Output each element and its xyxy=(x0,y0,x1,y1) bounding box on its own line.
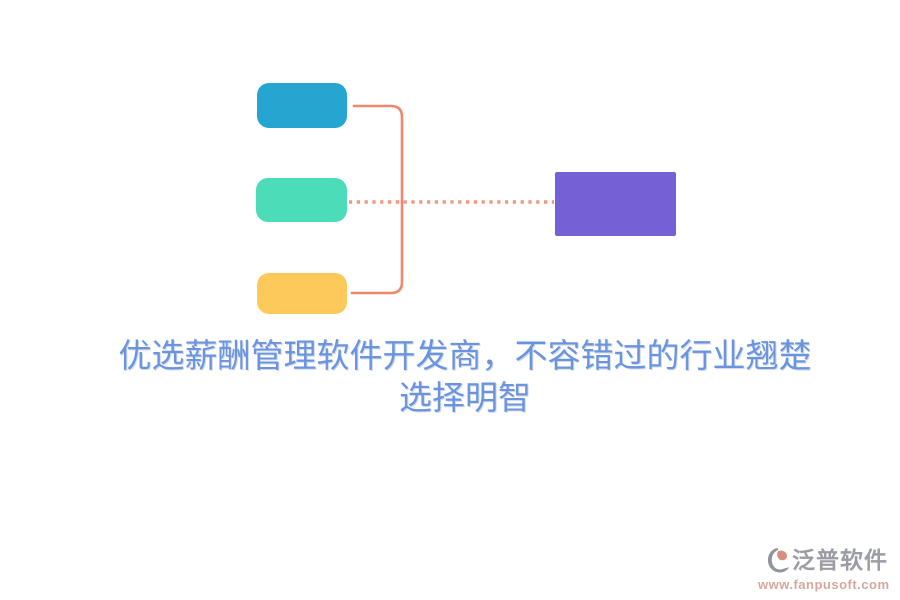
node-yellow xyxy=(257,273,347,314)
brand-name: 泛普软件 xyxy=(792,547,888,573)
headline-line1: 优选薪酬管理软件开发商，不容错过的行业翘楚 xyxy=(118,339,812,375)
node-green xyxy=(256,178,347,222)
node-purple xyxy=(555,172,676,236)
fanpu-logo-icon xyxy=(767,548,790,573)
watermark: 泛普软件 www.fanpusoft.com xyxy=(758,545,890,593)
bracket-connector xyxy=(350,104,404,295)
watermark-brand-row: 泛普软件 xyxy=(758,545,888,576)
headline: 优选薪酬管理软件开发商，不容错过的行业翘楚 选择明智 xyxy=(15,336,900,420)
headline-line2: 选择明智 xyxy=(399,381,531,417)
brand-url: www.fanpusoft.com xyxy=(758,577,890,592)
node-blue xyxy=(257,83,347,128)
